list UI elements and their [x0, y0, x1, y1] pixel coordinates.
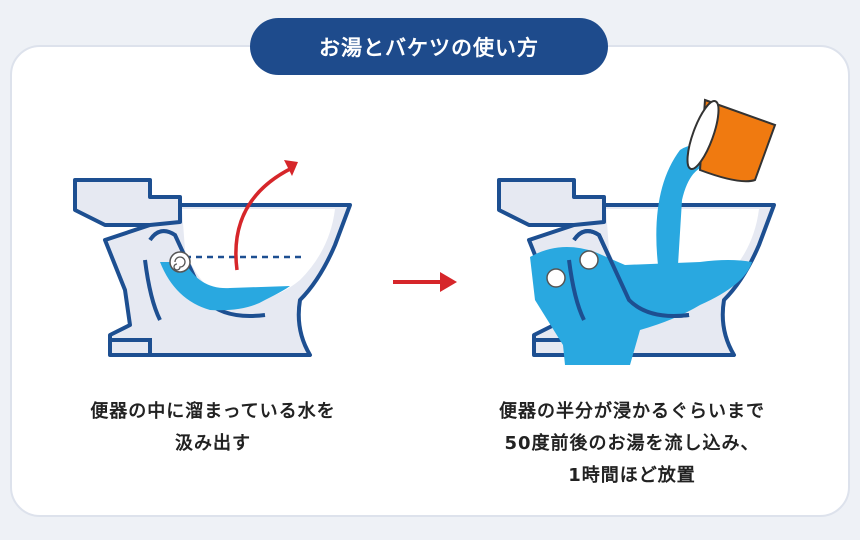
toilet-before	[73, 160, 352, 357]
bucket-icon	[686, 98, 777, 183]
caption-line: 汲み出す	[175, 433, 251, 454]
step-2-caption: 便器の半分が浸かるぐらいまで 50度前後のお湯を流し込み、 1時間ほど放置	[452, 396, 812, 492]
caption-line: 便器の半分が浸かるぐらいまで	[499, 401, 765, 422]
title-banner: お湯とバケツの使い方	[250, 18, 608, 75]
step-1-caption: 便器の中に溜まっている水を 汲み出す	[40, 396, 386, 460]
caption-line: 便器の中に溜まっている水を	[90, 401, 336, 422]
caption-line: 1時間ほど放置	[568, 465, 696, 486]
scoop-arrow-icon	[234, 166, 293, 271]
next-step-arrow-icon	[393, 272, 457, 292]
toilet-after	[497, 98, 777, 365]
clog-paper-icon	[169, 251, 191, 273]
caption-line: 50度前後のお湯を流し込み、	[504, 433, 760, 454]
clog-paper-icon	[546, 250, 599, 288]
hot-water	[530, 247, 752, 365]
remaining-water	[160, 262, 290, 311]
pour-stream	[656, 145, 715, 265]
